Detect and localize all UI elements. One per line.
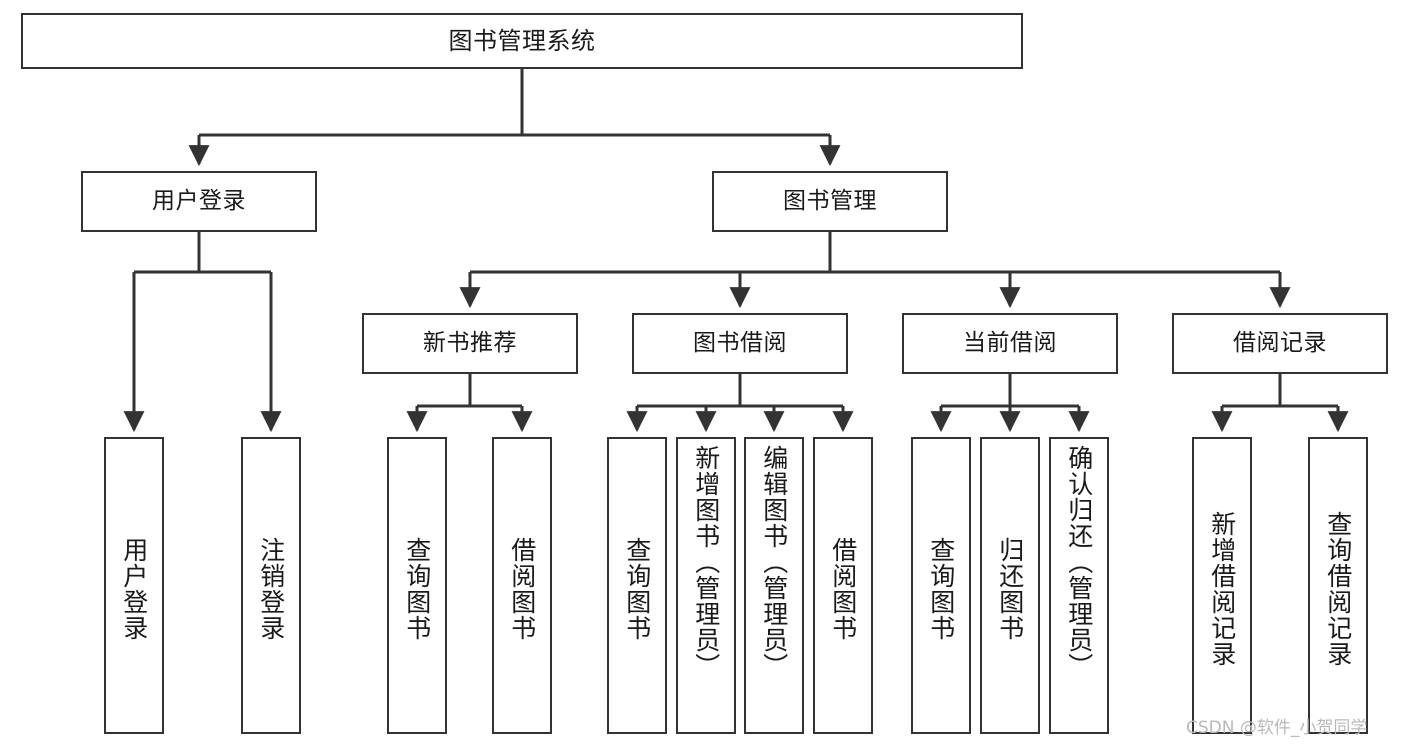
node-user-login[interactable]: 用户登录 <box>81 171 317 232</box>
node-leaf-return-book-label: 归还图书 <box>995 536 1025 641</box>
node-borrow-record[interactable]: 借阅记录 <box>1172 313 1388 374</box>
node-leaf-query-book-1-label: 查询图书 <box>402 536 432 641</box>
node-leaf-return-book[interactable]: 归还图书 <box>980 437 1040 734</box>
node-leaf-query-book-3[interactable]: 查询图书 <box>911 437 971 734</box>
node-new-book-recommend-label: 新书推荐 <box>423 329 517 356</box>
node-leaf-edit-book[interactable]: 编辑图书（管理员） <box>744 437 804 734</box>
node-book-borrow[interactable]: 图书借阅 <box>632 313 848 374</box>
node-current-borrow-label: 当前借阅 <box>963 329 1057 356</box>
node-leaf-borrow-book-1[interactable]: 借阅图书 <box>492 437 552 734</box>
node-leaf-query-book-1[interactable]: 查询图书 <box>387 437 447 734</box>
node-leaf-logout-login-label: 注销登录 <box>256 536 286 641</box>
node-leaf-query-book-2-label: 查询图书 <box>622 536 652 641</box>
node-leaf-borrow-book-1-label: 借阅图书 <box>507 536 537 641</box>
node-leaf-add-book-label: 新增图书（管理员） <box>691 445 721 679</box>
node-leaf-edit-book-label: 编辑图书（管理员） <box>759 445 789 679</box>
node-book-manage-label: 图书管理 <box>783 187 877 214</box>
node-root[interactable]: 图书管理系统 <box>21 13 1023 69</box>
node-leaf-user-login-label: 用户登录 <box>119 536 149 641</box>
node-leaf-add-book[interactable]: 新增图书（管理员） <box>676 437 736 734</box>
node-book-manage[interactable]: 图书管理 <box>712 171 948 232</box>
node-leaf-confirm-return[interactable]: 确认归还（管理员） <box>1049 437 1109 734</box>
node-leaf-borrow-book-2[interactable]: 借阅图书 <box>813 437 873 734</box>
node-leaf-user-login[interactable]: 用户登录 <box>104 437 164 734</box>
node-borrow-record-label: 借阅记录 <box>1233 329 1327 356</box>
node-leaf-add-record-label: 新增借阅记录 <box>1207 510 1237 667</box>
node-leaf-query-book-3-label: 查询图书 <box>926 536 956 641</box>
node-leaf-confirm-return-label: 确认归还（管理员） <box>1064 445 1094 679</box>
node-leaf-query-record-label: 查询借阅记录 <box>1323 510 1353 667</box>
node-current-borrow[interactable]: 当前借阅 <box>902 313 1118 374</box>
node-leaf-query-record[interactable]: 查询借阅记录 <box>1308 437 1368 734</box>
node-leaf-borrow-book-2-label: 借阅图书 <box>828 536 858 641</box>
node-new-book-recommend[interactable]: 新书推荐 <box>362 313 578 374</box>
node-leaf-query-book-2[interactable]: 查询图书 <box>607 437 667 734</box>
node-root-label: 图书管理系统 <box>448 26 596 55</box>
csdn-watermark: CSDN @软件_小贺同学 <box>1186 718 1368 738</box>
node-book-borrow-label: 图书借阅 <box>693 329 787 356</box>
node-leaf-add-record[interactable]: 新增借阅记录 <box>1192 437 1252 734</box>
node-user-login-label: 用户登录 <box>152 187 246 214</box>
node-leaf-logout-login[interactable]: 注销登录 <box>241 437 301 734</box>
